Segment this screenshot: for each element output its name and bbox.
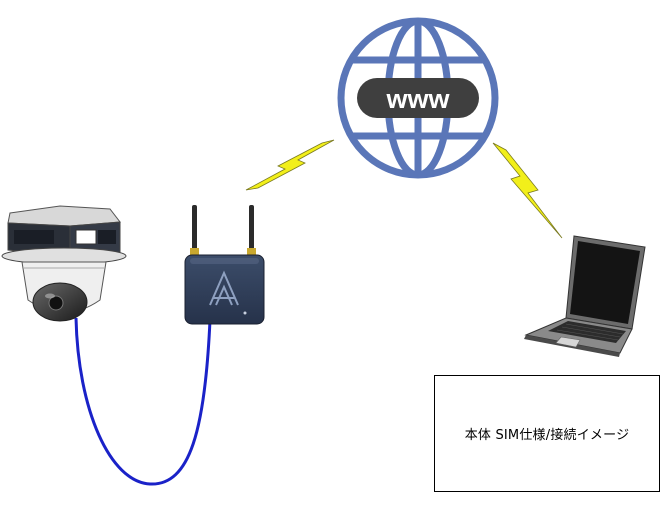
globe-www-label: www <box>385 84 450 114</box>
lte-router-icon <box>184 205 265 325</box>
security-camera-icon <box>1 205 127 322</box>
globe-icon: www <box>337 17 499 179</box>
wireless-bolt-icon <box>492 142 563 239</box>
laptop-icon <box>524 235 646 357</box>
caption-box: 本体 SIM仕様/接続イメージ <box>434 375 660 492</box>
caption-text: 本体 SIM仕様/接続イメージ <box>464 428 630 443</box>
wireless-bolt-icon <box>245 139 335 191</box>
cable <box>74 317 212 486</box>
